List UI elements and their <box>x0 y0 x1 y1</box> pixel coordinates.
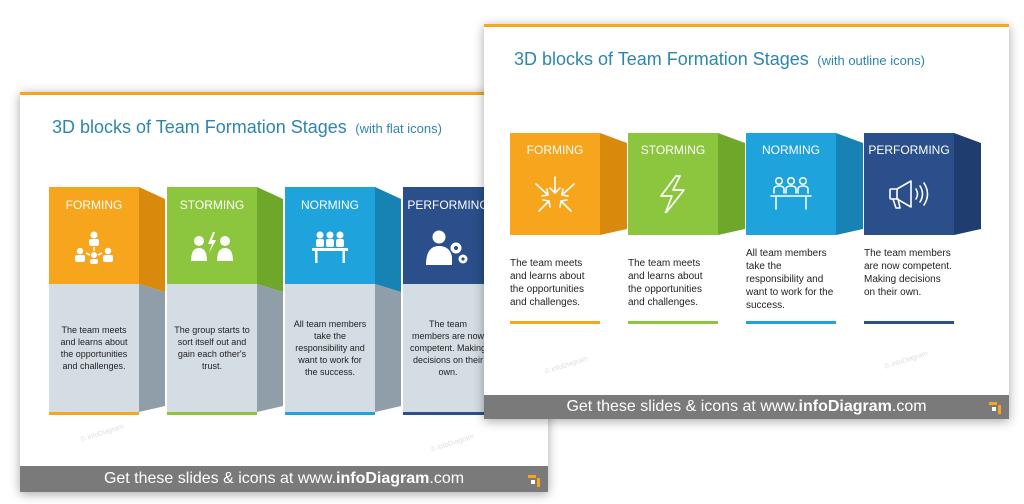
title-text: 3D blocks of Team Formation Stages <box>514 49 809 69</box>
corner-logo-icon <box>528 475 540 487</box>
stage-description: The team members are now competent. Maki… <box>403 284 493 412</box>
watermark: © infoDiagram <box>544 355 589 376</box>
meeting-people-icon <box>769 175 813 218</box>
stage-block-performing: PERFORMING The team members are now compe… <box>864 133 981 333</box>
stage-block-storming: STORMING The team meets and learns about … <box>628 133 745 333</box>
block-base-line <box>49 412 139 415</box>
stage-description: The team meets and learns about the oppo… <box>49 284 139 412</box>
megaphone-icon <box>887 175 931 218</box>
block-side <box>375 187 401 412</box>
footer-brand: infoDiagram <box>336 470 430 487</box>
conflict-people-icon <box>190 229 234 272</box>
stage-description: The group starts to sort itself out and … <box>167 284 257 412</box>
stage-underline <box>628 321 718 324</box>
stage-label: STORMING <box>640 143 706 157</box>
slide-title: 3D blocks of Team Formation Stages (with… <box>514 49 925 70</box>
block-side <box>600 133 627 235</box>
slide-title: 3D blocks of Team Formation Stages (with… <box>52 117 442 138</box>
stage-block-norming: NORMING All team members take the respons… <box>746 133 863 333</box>
stage-label: PERFORMING <box>868 143 950 157</box>
corner-logo-icon <box>989 402 1001 414</box>
team-converging-icon <box>72 229 116 272</box>
stage-block-norming: NORMING All team members take the respons… <box>285 187 401 418</box>
lightning-icon <box>651 175 695 218</box>
footer-suffix: .com <box>891 398 927 415</box>
block-face <box>628 133 718 235</box>
stage-label: FORMING <box>65 198 123 212</box>
title-subtitle: (with outline icons) <box>817 53 925 68</box>
person-gears-icon <box>426 229 470 272</box>
stage-underline <box>746 321 836 324</box>
stage-underline <box>864 321 954 324</box>
block-side <box>954 133 981 235</box>
block-base-line <box>285 412 375 415</box>
stage-label: NORMING <box>762 143 820 157</box>
stage-label: NORMING <box>301 198 359 212</box>
footer-suffix: .com <box>429 470 465 487</box>
stage-block-forming: FORMING The team meets and learns about t… <box>49 187 165 418</box>
stage-underline <box>510 321 600 324</box>
slide-outline-icons: 3D blocks of Team Formation Stages (with… <box>484 24 1009 419</box>
meeting-table-icon <box>308 229 352 272</box>
block-side <box>139 187 165 412</box>
stage-description: The team meets and learns about the oppo… <box>628 258 703 308</box>
block-face <box>864 133 954 235</box>
stage-description: The team members are now competent. Maki… <box>864 248 952 298</box>
slide-flat-icons: 3D blocks of Team Formation Stages (with… <box>20 92 548 492</box>
block-side <box>257 187 283 412</box>
stage-block-storming: STORMING The group starts to sort itself … <box>167 187 283 418</box>
stage-label: STORMING <box>179 198 245 212</box>
block-face <box>403 187 493 284</box>
stage-block-forming: FORMING The team meets and learns about t… <box>510 133 627 333</box>
footer-brand: infoDiagram <box>798 398 892 415</box>
arrows-converging-icon <box>533 175 577 218</box>
title-subtitle: (with flat icons) <box>355 121 442 136</box>
watermark: © infoDiagram <box>430 433 475 454</box>
stage-label: FORMING <box>526 143 584 157</box>
watermark: © infoDiagram <box>884 350 929 371</box>
block-side <box>836 133 863 235</box>
footer-prefix: Get these slides & icons at www. <box>103 470 337 487</box>
title-text: 3D blocks of Team Formation Stages <box>52 117 347 137</box>
watermark: © infoDiagram <box>80 423 125 444</box>
block-side <box>718 133 745 235</box>
block-base-line <box>167 412 257 415</box>
footer-banner: Get these slides & icons at www.infoDiag… <box>20 466 548 492</box>
footer-prefix: Get these slides & icons at www. <box>566 398 799 415</box>
stage-description: The team meets and learns about the oppo… <box>510 258 585 308</box>
stage-description: All team members take the responsibility… <box>285 284 375 412</box>
stage-label: PERFORMING <box>407 198 489 212</box>
block-base-line <box>403 412 493 415</box>
stage-description: All team members take the responsibility… <box>746 248 834 311</box>
footer-banner: Get these slides & icons at www.infoDiag… <box>484 395 1009 419</box>
